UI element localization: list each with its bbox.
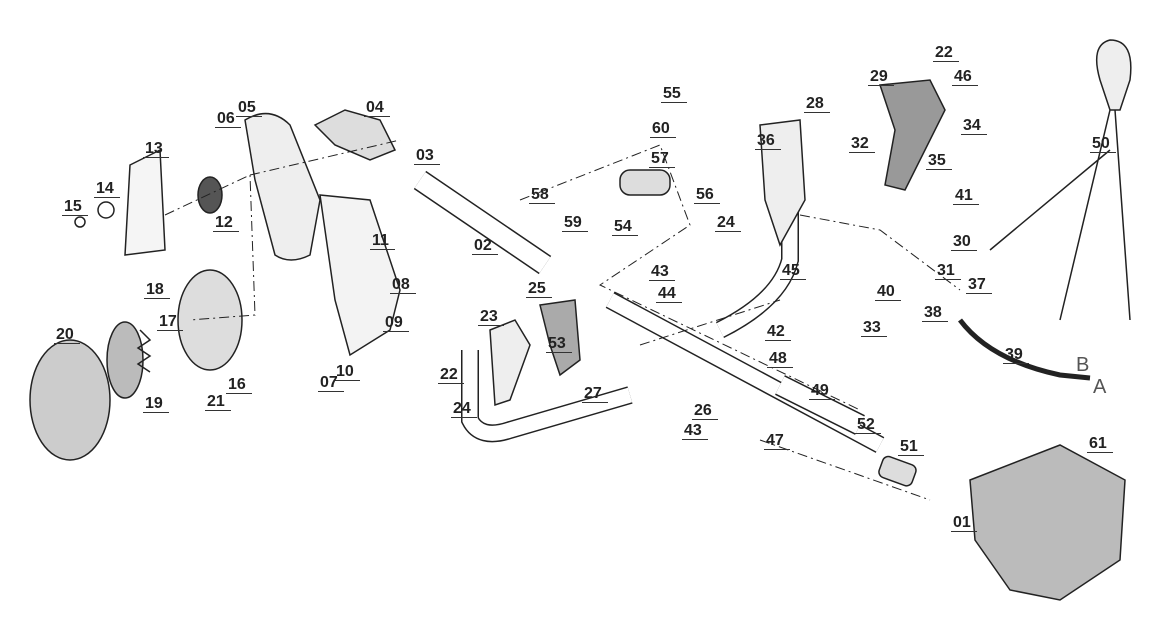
part-label-30: 30	[951, 233, 977, 251]
part-label-46: 46	[952, 68, 978, 86]
part-label-32: 32	[849, 135, 875, 153]
part-label-42: 42	[765, 323, 791, 341]
part-label-44: 44	[656, 285, 682, 303]
part-label-07: 07	[318, 374, 344, 392]
blade	[124, 148, 166, 256]
cable-39	[958, 318, 1091, 381]
part-label-23: 23	[478, 308, 504, 326]
part-label-18: 18	[144, 281, 170, 299]
part-label-45: 45	[780, 262, 806, 280]
part-label-22: 22	[438, 366, 464, 384]
part-label-27: 27	[582, 385, 608, 403]
part-label-61: 61	[1087, 435, 1113, 453]
shaft-tube	[413, 170, 552, 275]
wire-label-a: A	[1093, 376, 1107, 398]
part-label-22: 22	[933, 44, 959, 62]
part-label-24: 24	[715, 214, 741, 232]
part-label-60: 60	[650, 120, 676, 138]
harness-50	[989, 39, 1132, 321]
part-label-43: 43	[649, 263, 675, 281]
spool-19	[106, 321, 144, 399]
spool-cover-20	[29, 339, 111, 461]
lower-guard	[319, 194, 401, 357]
part-label-17: 17	[157, 313, 183, 331]
part-label-39: 39	[1003, 346, 1029, 364]
part-label-43: 43	[682, 422, 708, 440]
part-label-34: 34	[961, 117, 987, 135]
part-label-37: 37	[966, 276, 992, 294]
part-label-02: 02	[472, 237, 498, 255]
sleeve-51	[878, 455, 917, 487]
spool-housing-16	[177, 269, 243, 371]
part-label-06: 06	[215, 110, 241, 128]
part-label-47: 47	[764, 432, 790, 450]
part-label-54: 54	[612, 218, 638, 236]
clamp-54	[619, 169, 671, 196]
wire-label-b: B	[1076, 354, 1090, 376]
part-label-19: 19	[143, 395, 169, 413]
part-label-15: 15	[62, 198, 88, 216]
blade-guard	[244, 112, 321, 261]
part-label-31: 31	[935, 262, 961, 280]
grip-23	[489, 319, 531, 407]
part-label-55: 55	[661, 85, 687, 103]
part-label-05: 05	[236, 99, 262, 117]
engine	[969, 444, 1126, 601]
part-label-40: 40	[875, 283, 901, 301]
part-label-52: 52	[855, 416, 881, 434]
part-label-41: 41	[953, 187, 979, 205]
part-label-56: 56	[694, 186, 720, 204]
part-label-08: 08	[390, 276, 416, 294]
gear-head	[313, 109, 397, 161]
part-label-53: 53	[546, 335, 572, 353]
part-label-01: 01	[951, 514, 977, 532]
part-label-21: 21	[205, 393, 231, 411]
part-label-35: 35	[926, 152, 952, 170]
part-label-13: 13	[143, 140, 169, 158]
part-label-58: 58	[529, 186, 555, 204]
part-label-29: 29	[868, 68, 894, 86]
part-label-04: 04	[364, 99, 390, 117]
part-label-49: 49	[809, 382, 835, 400]
part-label-09: 09	[383, 314, 409, 332]
nut-15	[74, 216, 86, 228]
part-label-28: 28	[804, 95, 830, 113]
part-label-03: 03	[414, 147, 440, 165]
washer-14	[97, 201, 115, 219]
part-label-10: 10	[334, 363, 360, 381]
part-label-25: 25	[526, 280, 552, 298]
part-label-33: 33	[861, 319, 887, 337]
part-label-59: 59	[562, 214, 588, 232]
part-label-16: 16	[226, 376, 252, 394]
part-label-36: 36	[755, 132, 781, 150]
part-label-20: 20	[54, 326, 80, 344]
part-label-24: 24	[451, 400, 477, 418]
spring-17	[136, 329, 152, 373]
part-label-57: 57	[649, 150, 675, 168]
part-label-50: 50	[1090, 135, 1116, 153]
leader-lines	[164, 139, 961, 501]
part-label-48: 48	[767, 350, 793, 368]
grip-36	[759, 119, 806, 247]
part-label-14: 14	[94, 180, 120, 198]
grip-25	[539, 299, 581, 377]
flange-12	[197, 176, 223, 214]
part-label-51: 51	[898, 438, 924, 456]
part-label-26: 26	[692, 402, 718, 420]
part-label-12: 12	[213, 214, 239, 232]
part-label-38: 38	[922, 304, 948, 322]
part-label-11: 11	[370, 232, 395, 250]
handle-35	[878, 79, 946, 191]
